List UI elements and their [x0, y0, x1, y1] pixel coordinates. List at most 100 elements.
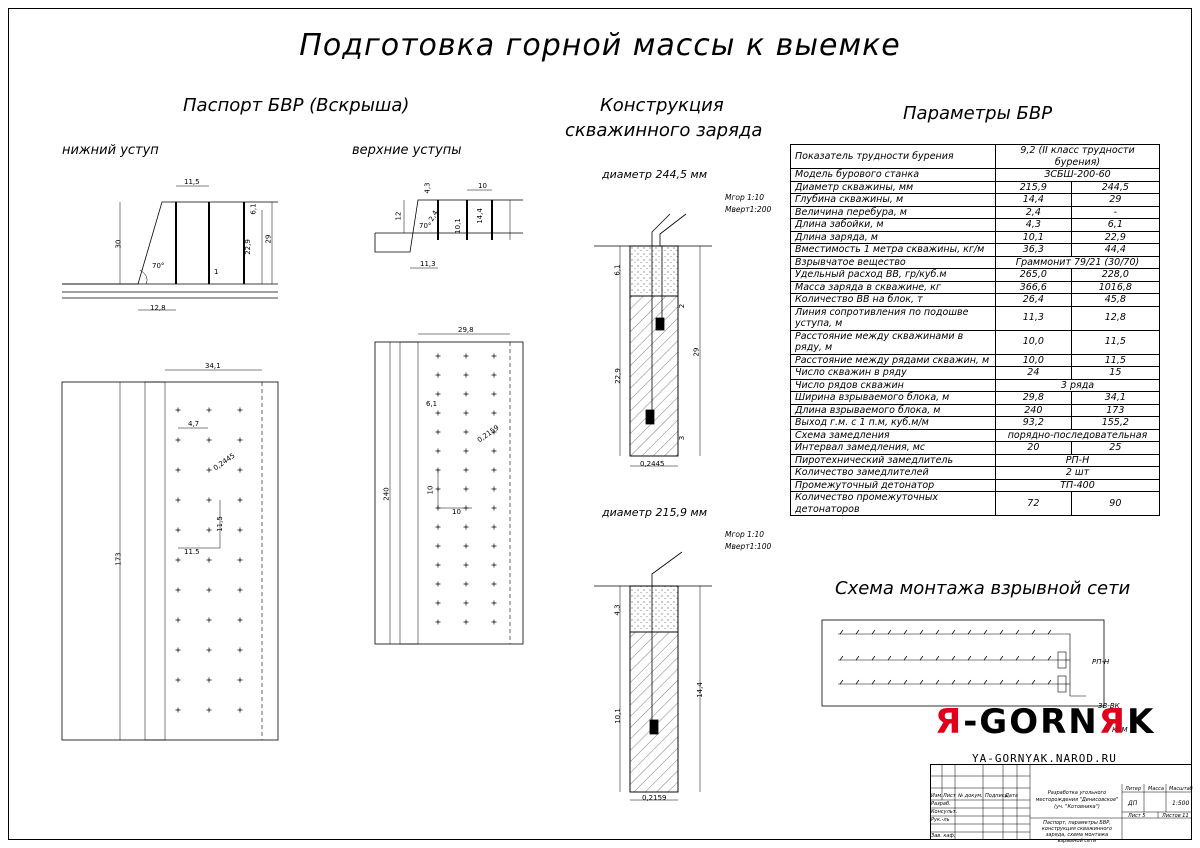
dim-29: 29	[264, 234, 273, 244]
blast-hole-mark	[463, 429, 469, 435]
dim-c2-4-3: 4,3	[613, 604, 622, 616]
network-hole-mark	[999, 655, 1004, 661]
network-title: Схема монтажа взрывной сети	[835, 578, 1131, 599]
dim-angle-70: 70°	[152, 262, 165, 270]
network-hole-mark	[983, 629, 988, 635]
network-hole-mark	[1047, 679, 1052, 685]
blast-hole-mark	[435, 486, 441, 492]
network-hole-mark	[1015, 629, 1020, 635]
blast-hole-mark	[206, 647, 212, 653]
blast-hole-mark	[491, 467, 497, 473]
stamp-list-n: Лист 5	[1128, 813, 1146, 819]
network-hole-mark	[903, 629, 908, 635]
blast-hole-mark	[435, 448, 441, 454]
network-hole-mark	[951, 655, 956, 661]
dim-q-29-8: 29,8	[458, 326, 474, 334]
network-hole-mark	[935, 655, 940, 661]
blast-hole-mark	[206, 497, 212, 503]
stamp-data: Дата	[1005, 793, 1018, 799]
dim-1: 1	[214, 268, 219, 276]
blast-hole-mark	[435, 600, 441, 606]
network-hole-mark	[903, 655, 908, 661]
blast-hole-mark	[463, 505, 469, 511]
blast-hole-mark	[491, 391, 497, 397]
network-hole-mark	[871, 655, 876, 661]
stamp-liter: Литер	[1125, 786, 1142, 792]
network-hole-mark	[1047, 655, 1052, 661]
network-hole-mark	[1031, 629, 1036, 635]
blast-hole-mark	[491, 410, 497, 416]
dim-c1-29: 29	[692, 347, 701, 357]
network-hole-mark	[967, 629, 972, 635]
blast-hole-mark	[463, 467, 469, 473]
blast-hole-mark	[463, 600, 469, 606]
blast-hole-mark	[491, 429, 497, 435]
blast-hole-mark	[206, 707, 212, 713]
network-hole-mark	[887, 629, 892, 635]
charge2-scale-h: Мгор 1:10	[725, 530, 764, 539]
blast-hole-mark	[237, 707, 243, 713]
dim-12-8: 12,8	[150, 304, 166, 312]
blast-hole-mark	[463, 619, 469, 625]
dim-u-12: 12	[394, 211, 403, 221]
charge1-scale-h: Мгор 1:10	[725, 193, 764, 202]
blast-hole-mark	[175, 437, 181, 443]
blast-hole-mark	[435, 429, 441, 435]
blast-hole-mark	[237, 407, 243, 413]
stamp-izm: Изм.	[931, 793, 943, 799]
site-url: YA-GORNYAK.NAROD.RU	[972, 752, 1117, 765]
blast-hole-mark	[237, 467, 243, 473]
blast-hole-mark	[491, 600, 497, 606]
network-hole-mark	[839, 679, 844, 685]
network-hole-mark	[1015, 655, 1020, 661]
blast-hole-mark	[435, 410, 441, 416]
network-hole-mark	[855, 655, 860, 661]
blast-hole-mark	[463, 486, 469, 492]
network-hole-mark	[999, 629, 1004, 635]
network-hole-mark	[999, 679, 1004, 685]
dim-c2-10-1: 10,1	[613, 708, 622, 724]
dim-p-4-7: 4,7	[188, 420, 200, 428]
blast-hole-mark	[206, 587, 212, 593]
dim-c1-22-9: 22,9	[613, 368, 622, 384]
network-hole-mark	[855, 679, 860, 685]
blast-hole-mark	[491, 372, 497, 378]
network-hole-mark	[839, 629, 844, 635]
network-hole-mark	[919, 655, 924, 661]
blast-hole-mark	[175, 557, 181, 563]
upper-bench-plan	[374, 333, 524, 645]
blast-hole-mark	[237, 527, 243, 533]
blast-hole-mark	[463, 543, 469, 549]
network-kzm-label: КЗМ	[1112, 726, 1128, 734]
blast-hole-mark	[463, 353, 469, 359]
blast-hole-mark	[491, 353, 497, 359]
network-hole-mark	[887, 655, 892, 661]
network-hole-mark	[935, 629, 940, 635]
network-hole-mark	[1031, 655, 1036, 661]
dim-q-240: 240	[382, 487, 391, 501]
logo: Я-GORNЯK	[935, 702, 1156, 742]
blast-hole-mark	[175, 647, 181, 653]
blast-hole-mark	[237, 497, 243, 503]
stamp-mass: Масса	[1148, 786, 1164, 792]
network-hole-mark	[967, 655, 972, 661]
network-rp-label: РП-Н	[1092, 658, 1110, 666]
network-hole-mark	[1031, 679, 1036, 685]
network-hole-mark	[919, 629, 924, 635]
title-block	[930, 764, 1192, 840]
dim-6-1: 6,1	[249, 203, 258, 215]
blast-hole-mark	[435, 524, 441, 530]
charge1-label: диаметр 244,5 мм	[602, 168, 708, 181]
drawing-frame	[8, 8, 1192, 840]
